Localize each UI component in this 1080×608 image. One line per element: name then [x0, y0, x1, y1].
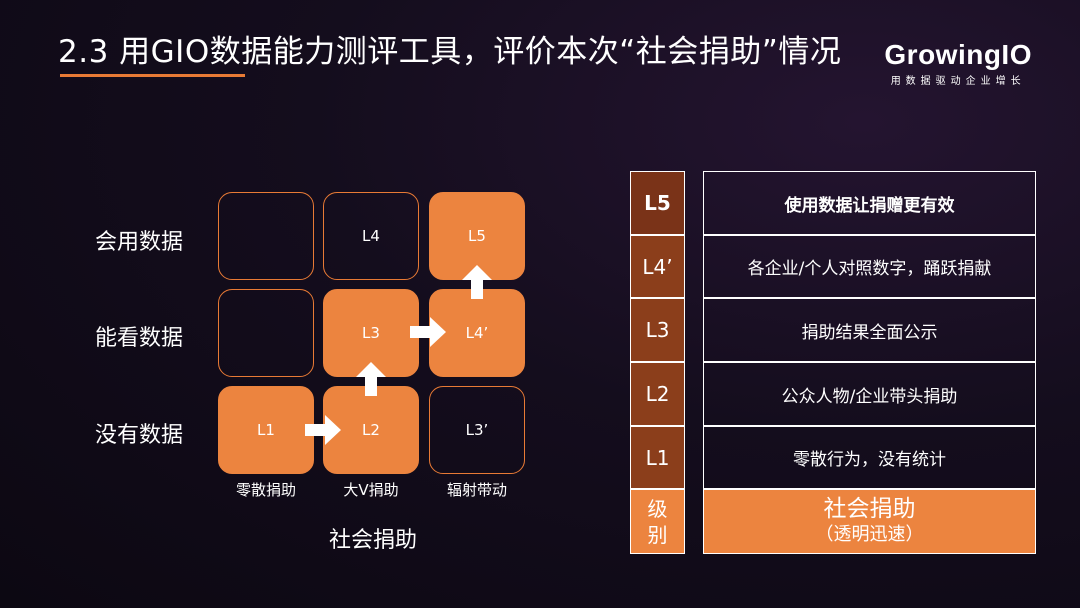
matrix-cell-empty-r0c0 — [218, 192, 314, 280]
matrix-cell-l3-prime: L3’ — [429, 386, 525, 474]
level-cell-l2: L2 — [630, 362, 685, 426]
desc-cell-l2: 公众人物/企业带头捐助 — [703, 362, 1036, 426]
growingio-logo: GrowingIO 用数据驱动企业增长 — [884, 39, 1032, 88]
col-label-scattered: 零散捐助 — [235, 481, 296, 499]
desc-cell-l5: 使用数据让捐赠更有效 — [703, 171, 1036, 235]
table-header-title: 社会捐助 — [823, 495, 916, 522]
row-label-view-data: 能看数据 — [95, 326, 184, 351]
level-header-line2: 别 — [647, 522, 668, 547]
arrow-right-icon — [305, 415, 341, 445]
col-label-radiating: 辐射带动 — [446, 481, 507, 499]
level-cell-l3: L3 — [630, 298, 685, 362]
col-label-big-v: 大V捐助 — [343, 481, 399, 499]
x-axis-label: 社会捐助 — [328, 528, 417, 553]
table-header-subtitle: （透明迅速） — [815, 523, 924, 545]
desc-header-cell: 社会捐助 （透明迅速） — [703, 489, 1036, 554]
desc-cell-l1: 零散行为，没有统计 — [703, 426, 1036, 489]
matrix-cell-l2: L2 — [323, 386, 419, 474]
arrow-up-icon — [462, 265, 492, 299]
matrix-cell-l4-prime: L4’ — [429, 289, 525, 377]
level-header-line1: 级 — [647, 496, 668, 521]
page-title: 2.3 用GIO数据能力测评工具，评价本次“社会捐助”情况 — [58, 34, 842, 70]
row-label-no-data: 没有数据 — [95, 423, 184, 448]
level-header-cell: 级 别 — [630, 489, 685, 554]
logo-tagline: 用数据驱动企业增长 — [890, 76, 1026, 87]
arrow-right-icon — [410, 317, 446, 347]
matrix-cell-empty-r1c0 — [218, 289, 314, 377]
desc-cell-l4-prime: 各企业/个人对照数字，踊跃捐献 — [703, 235, 1036, 298]
row-label-use-data: 会用数据 — [95, 230, 184, 255]
arrow-up-icon — [356, 362, 386, 396]
title-underline — [60, 74, 245, 77]
level-cell-l4-prime: L4’ — [630, 235, 685, 298]
level-cell-l1: L1 — [630, 426, 685, 489]
desc-cell-l3: 捐助结果全面公示 — [703, 298, 1036, 362]
matrix-cell-l1: L1 — [218, 386, 314, 474]
logo-text: GrowingIO — [884, 39, 1032, 70]
level-cell-l5: L5 — [630, 171, 685, 235]
matrix-cell-l4: L4 — [323, 192, 419, 280]
